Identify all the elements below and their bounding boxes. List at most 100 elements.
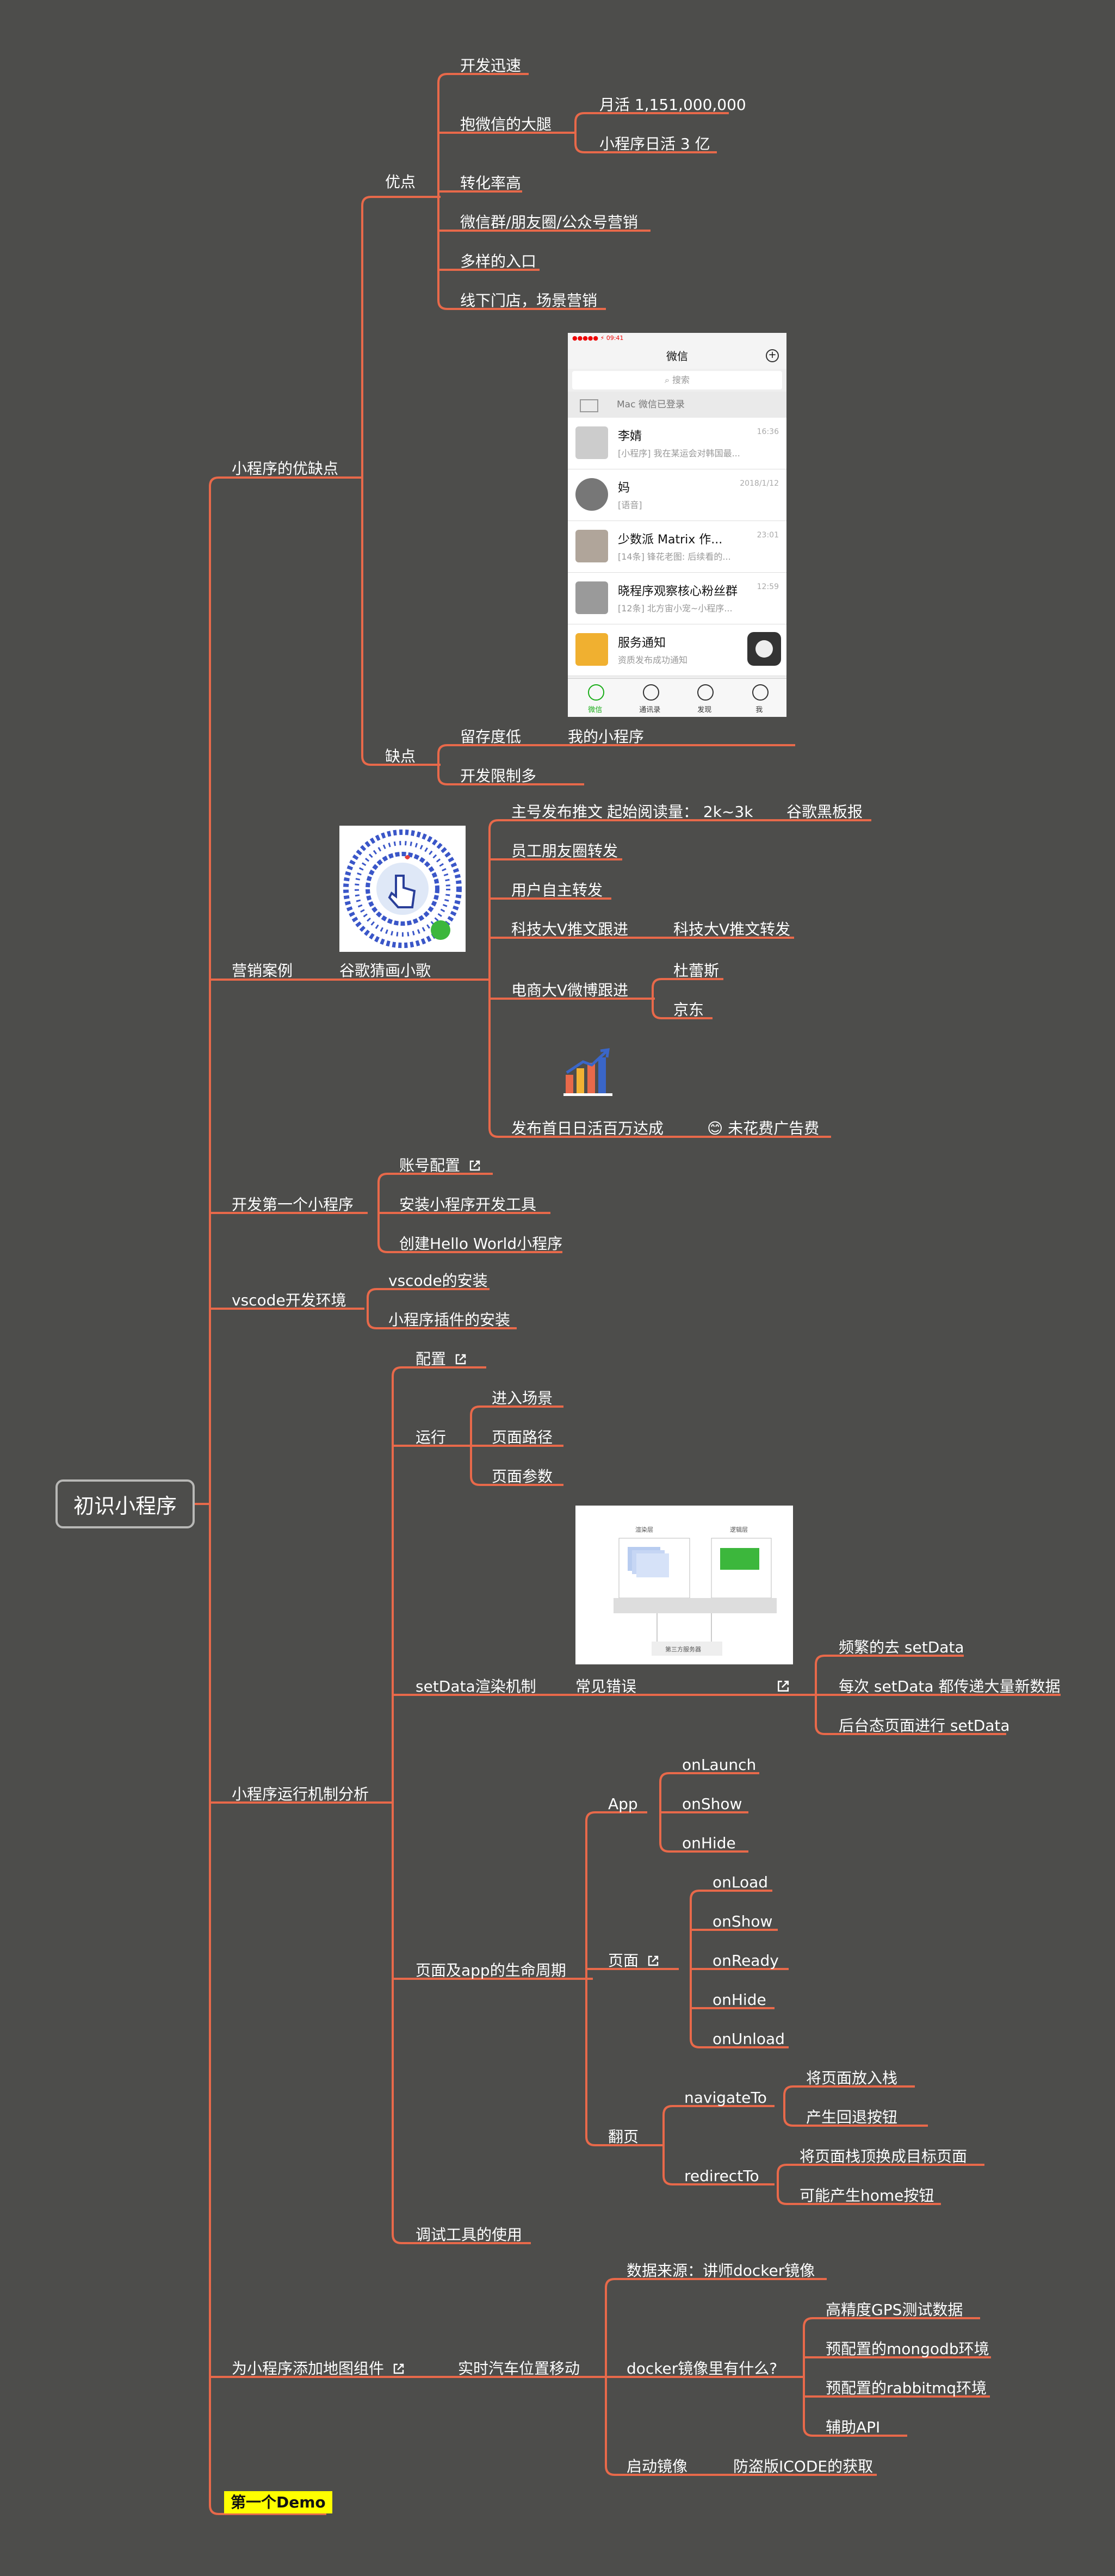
app-on-hide[interactable]: onHide [682,1834,736,1852]
pro-offline[interactable]: 线下门店，场景营销 [460,292,598,309]
run-path[interactable]: 页面路径 [492,1428,553,1446]
monitor-icon [580,399,598,412]
launch-dau[interactable]: 发布首日日活百万达成 [511,1119,664,1137]
ecom-kol-follow[interactable]: 电商大V微博跟进 [511,981,629,999]
pro-entrances[interactable]: 多样的入口 [460,252,537,270]
branch-marketing[interactable]: 营销案例 [232,962,293,980]
app-lifecycle[interactable]: App [608,1795,638,1813]
run-params[interactable]: 页面参数 [492,1467,553,1485]
vscode-install[interactable]: vscode的安装 [388,1272,488,1290]
no-ad-spend[interactable]: 😊 未花费广告费 [707,1119,819,1138]
connector [659,1772,759,1782]
node-cons[interactable]: 缺点 [385,747,416,765]
branch-pros-cons[interactable]: 小程序的优缺点 [232,460,339,478]
my-miniapps[interactable]: 我的小程序 [568,728,645,746]
qr-code-image [339,826,466,952]
external-link-icon[interactable] [469,1160,481,1172]
diagram-right-label: 逻辑层 [730,1526,748,1533]
case-quickdraw[interactable]: 谷歌猜画小歌 [339,962,431,980]
initial-reads[interactable]: 起始阅读量： 2k~3k [607,803,753,821]
replace-page[interactable]: 将页面栈顶换成目标页面 [800,2147,968,2165]
connector [437,73,529,83]
con-retention[interactable]: 留存度低 [460,728,522,746]
navigation[interactable]: 翻页 [608,2128,639,2146]
connector [209,2505,326,2515]
install-devtools[interactable]: 安装小程序开发工具 [399,1196,537,1213]
err-frequent[interactable]: 频繁的去 setData [839,1638,964,1656]
helper-api[interactable]: 辅助API [826,2418,881,2436]
gps-data[interactable]: 高精度GPS测试数据 [826,2301,963,2319]
docker-contents[interactable]: docker镜像里有什么? [627,2360,778,2377]
external-link-icon[interactable] [647,1955,659,1967]
rabbitmq-env[interactable]: 预配置的rabbitmq环境 [826,2379,987,2397]
jd[interactable]: 京东 [673,1001,704,1019]
connector [574,112,729,122]
user-repost[interactable]: 用户自主转发 [511,881,603,899]
branch-map[interactable]: 为小程序添加地图组件 [232,2360,405,2378]
pro-wechat[interactable]: 抱微信的大腿 [460,115,552,133]
miniapp-dau[interactable]: 小程序日活 3 亿 [599,135,710,153]
google-blackboard[interactable]: 谷歌黑板报 [786,803,863,821]
push-page[interactable]: 将页面放入栈 [806,2069,898,2087]
navigate-to[interactable]: navigateTo [684,2089,767,2107]
connector [777,2195,941,2205]
branch-runtime[interactable]: 小程序运行机制分析 [232,1785,369,1803]
connector [659,1842,748,1853]
home-button[interactable]: 可能产生home按钮 [800,2187,934,2205]
external-link-icon[interactable] [777,1680,790,1693]
pro-conversion[interactable]: 转化率高 [460,174,522,192]
chat-time: 16:36 [757,428,779,436]
node-pros[interactable]: 优点 [385,173,416,191]
chat-time: 12:59 [757,583,779,591]
tech-kol-repost[interactable]: 科技大V推文转发 [673,920,791,938]
chat-msg: [小程序] 我在某运会对韩国最... [618,448,740,459]
avatar [575,530,608,562]
branch-first-miniapp[interactable]: 开发第一个小程序 [232,1196,354,1213]
con-restrictions[interactable]: 开发限制多 [460,767,537,785]
staff-repost[interactable]: 员工朋友圈转发 [511,842,618,860]
on-launch[interactable]: onLaunch [682,1756,757,1774]
connector [574,143,717,153]
config[interactable]: 配置 [416,1350,467,1369]
run-scene[interactable]: 进入场景 [492,1389,553,1407]
chat-msg: [12条] 北方宙小宠~小程序... [618,603,733,614]
app-on-show[interactable]: onShow [682,1795,742,1813]
mongodb-env[interactable]: 预配置的mongodb环境 [826,2340,989,2358]
on-load[interactable]: onLoad [713,1873,769,1891]
common-errors[interactable]: 常见错误 [575,1677,637,1695]
page-on-hide[interactable]: onHide [713,1991,766,2009]
external-link-icon[interactable] [455,1353,467,1365]
err-background[interactable]: 后台态页面进行 setData [839,1717,1010,1735]
root-node[interactable]: 初识小程序 [55,1479,195,1528]
setdata-mechanism[interactable]: setData渲染机制 [416,1677,536,1695]
on-ready[interactable]: onReady [713,1952,779,1970]
create-hello-world[interactable]: 创建Hello World小程序 [399,1235,563,1253]
lifecycle[interactable]: 页面及app的生命周期 [416,1961,566,1979]
wechat-mau[interactable]: 月活 1,151,000,000 [599,96,746,114]
notification-icon [575,633,608,666]
chat-row: 晓程序观察核心粉丝群[12条] 北方宙小宠~小程序...12:59 [568,573,786,624]
external-link-icon[interactable] [393,2363,405,2375]
redirect-to[interactable]: redirectTo [684,2167,759,2185]
durex[interactable]: 杜蕾斯 [673,962,720,980]
start-image[interactable]: 启动镜像 [627,2457,688,2475]
branch-vscode[interactable]: vscode开发环境 [232,1291,346,1309]
err-large-data[interactable]: 每次 setData 都传递大量新数据 [839,1677,1061,1695]
back-button[interactable]: 产生回退按钮 [806,2108,898,2126]
tech-kol-follow[interactable]: 科技大V推文跟进 [511,920,629,938]
on-unload[interactable]: onUnload [713,2030,785,2048]
data-source[interactable]: 数据来源：讲师docker镜像 [627,2262,815,2280]
run[interactable]: 运行 [416,1428,447,1446]
chat-row: 妈[语音]2018/1/12 [568,469,786,521]
plugin-install[interactable]: 小程序插件的安装 [388,1311,511,1329]
account-config[interactable]: 账号配置 [399,1156,481,1175]
icode[interactable]: 防盗版ICODE的获取 [733,2457,874,2475]
branch-first-demo[interactable]: 第一个Demo [224,2491,332,2513]
page-on-show[interactable]: onShow [713,1912,773,1930]
debug-tools[interactable]: 调试工具的使用 [416,2226,523,2244]
pro-fast-dev[interactable]: 开发迅速 [460,57,522,75]
pro-social-marketing[interactable]: 微信群/朋友圈/公众号营销 [460,213,638,231]
page-lifecycle[interactable]: 页面 [608,1952,659,1970]
main-account-post[interactable]: 主号发布推文 [511,803,603,821]
realtime-car[interactable]: 实时汽车位置移动 [458,2360,580,2377]
